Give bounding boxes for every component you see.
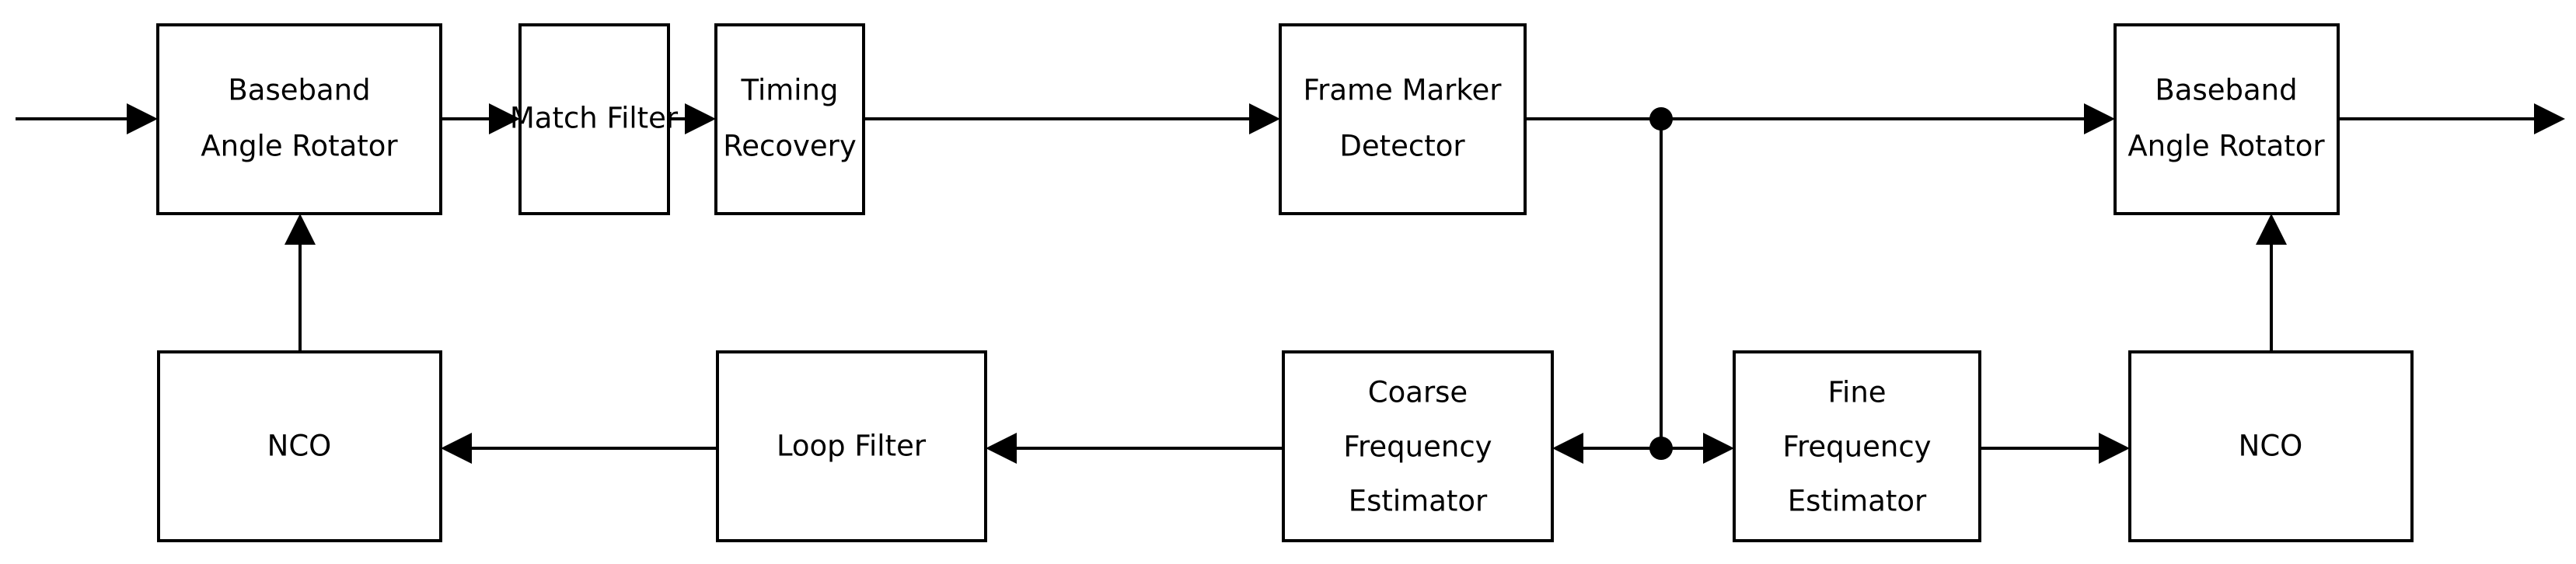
block-label-line: Recovery xyxy=(723,130,857,163)
connection-rotator2-to-output xyxy=(2338,103,2565,134)
connection-fine-estimator-to-nco-right xyxy=(1980,433,2130,464)
block-label-line: Angle Rotator xyxy=(201,130,398,163)
block-nco-left[interactable]: NCO xyxy=(157,350,442,542)
block-label-line: Frequency xyxy=(1343,430,1492,464)
block-label-line: NCO xyxy=(2239,430,2303,463)
connection-frame-marker-detector-to-rotator2 xyxy=(1525,103,2115,134)
connection-coarse-estimator-to-loop-filter xyxy=(986,433,1283,464)
connection-loop-filter-to-nco-left xyxy=(441,433,717,464)
block-label-line: Coarse xyxy=(1368,376,1468,409)
connection-layer xyxy=(16,103,2565,464)
junction-dot-bottom xyxy=(1649,437,1673,460)
block-layer: Baseband Angle Rotator Match Filter Timi… xyxy=(156,23,2414,542)
block-fine-frequency-estimator[interactable]: Fine Frequency Estimator xyxy=(1733,350,1981,542)
block-label-line: Detector xyxy=(1339,130,1465,163)
block-label-line: Angle Rotator xyxy=(2127,130,2325,163)
block-label-line: Estimator xyxy=(1788,485,1927,518)
block-match-filter[interactable]: Match Filter xyxy=(510,23,679,215)
connection-rotator1-to-match-filter xyxy=(441,103,520,134)
block-label-line: Baseband xyxy=(2155,74,2297,107)
block-loop-filter[interactable]: Loop Filter xyxy=(716,350,987,542)
block-label-line: NCO xyxy=(267,430,332,463)
junction-dot-top xyxy=(1649,107,1673,131)
block-label-line: Baseband xyxy=(228,74,370,107)
block-baseband-angle-rotator-2[interactable]: Baseband Angle Rotator xyxy=(2114,23,2340,215)
block-label-line: Loop Filter xyxy=(777,430,927,463)
junction-layer xyxy=(1649,107,1673,460)
block-coarse-frequency-estimator[interactable]: Coarse Frequency Estimator xyxy=(1282,350,1554,542)
block-timing-recovery[interactable]: Timing Recovery xyxy=(714,23,865,215)
connection-timing-recovery-to-frame-marker-detector xyxy=(864,103,1280,134)
block-label-line: Match Filter xyxy=(510,102,679,135)
block-label-line: Frequency xyxy=(1782,430,1931,464)
connection-nco-left-to-rotator1 xyxy=(284,214,316,352)
block-label-line: Frame Marker xyxy=(1304,74,1503,107)
block-label-line: Fine xyxy=(1827,376,1886,409)
block-frame-marker-detector[interactable]: Frame Marker Detector xyxy=(1279,23,1527,215)
connection-match-filter-to-timing-recovery xyxy=(668,103,716,134)
connection-nco-right-to-rotator2 xyxy=(2256,214,2287,352)
block-label-line: Estimator xyxy=(1349,485,1488,518)
block-baseband-angle-rotator-1[interactable]: Baseband Angle Rotator xyxy=(156,23,442,215)
connection-tap-to-coarse-estimator xyxy=(1552,433,1661,464)
connection-input-to-rotator1 xyxy=(16,103,158,134)
block-label-line: Timing xyxy=(740,74,838,107)
block-nco-right[interactable]: NCO xyxy=(2128,350,2414,542)
